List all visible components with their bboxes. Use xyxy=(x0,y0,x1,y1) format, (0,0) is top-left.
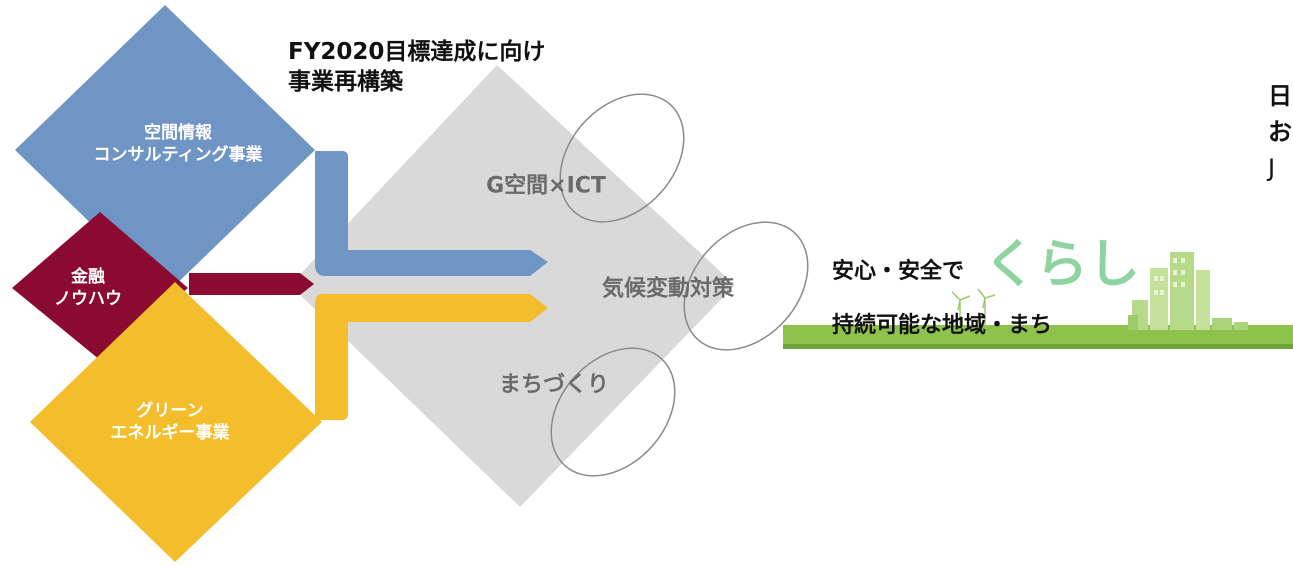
finance-label: 金融 ノウハウ xyxy=(54,266,122,310)
heading: FY2020目標達成に向け 事業再構築 xyxy=(288,38,545,98)
green-diamond xyxy=(30,282,322,562)
field-climate: 気候変動対策 xyxy=(601,276,735,302)
green-label: グリーン エネルギー事業 xyxy=(111,400,230,444)
right-text-line1: 日 xyxy=(1268,82,1292,110)
ground-shadow xyxy=(783,344,1293,349)
town-illustration xyxy=(951,252,1248,330)
spatial-arrow xyxy=(315,151,548,276)
spatial-label-line2: コンサルティング事業 xyxy=(93,145,263,165)
town-ellipse xyxy=(550,347,676,477)
green-label-line1: グリーン xyxy=(136,400,204,421)
vision-line2: 持続可能な地域・まち xyxy=(832,313,1053,338)
green-arrow xyxy=(315,294,548,420)
heading-line2: 事業再構築 xyxy=(288,68,403,95)
climate-ellipse xyxy=(683,221,809,351)
finance-label-line2: ノウハウ xyxy=(54,289,122,309)
finance-label-line1: 金融 xyxy=(71,266,105,287)
heading-line1: FY2020目標達成に向け xyxy=(288,39,546,65)
spatial-label-line1: 空間情報 xyxy=(143,122,212,143)
finance-arrow xyxy=(189,273,314,295)
right-text-line2: お xyxy=(1268,118,1292,146)
field-gict: G空間×ICT xyxy=(486,173,606,199)
gict-ellipse xyxy=(559,93,685,223)
vision-line1: 安心・安全で xyxy=(832,259,965,284)
right-text-line3: J xyxy=(1268,154,1276,182)
green-label-line2: エネルギー事業 xyxy=(110,423,230,443)
fields-diamond xyxy=(290,65,735,507)
kurashi-logo-text: くらし xyxy=(982,234,1141,297)
spatial-label: 空間情報 コンサルティング事業 xyxy=(94,122,263,166)
field-town: まちづくり xyxy=(498,372,610,398)
right-text: 日 お J xyxy=(1268,78,1292,186)
